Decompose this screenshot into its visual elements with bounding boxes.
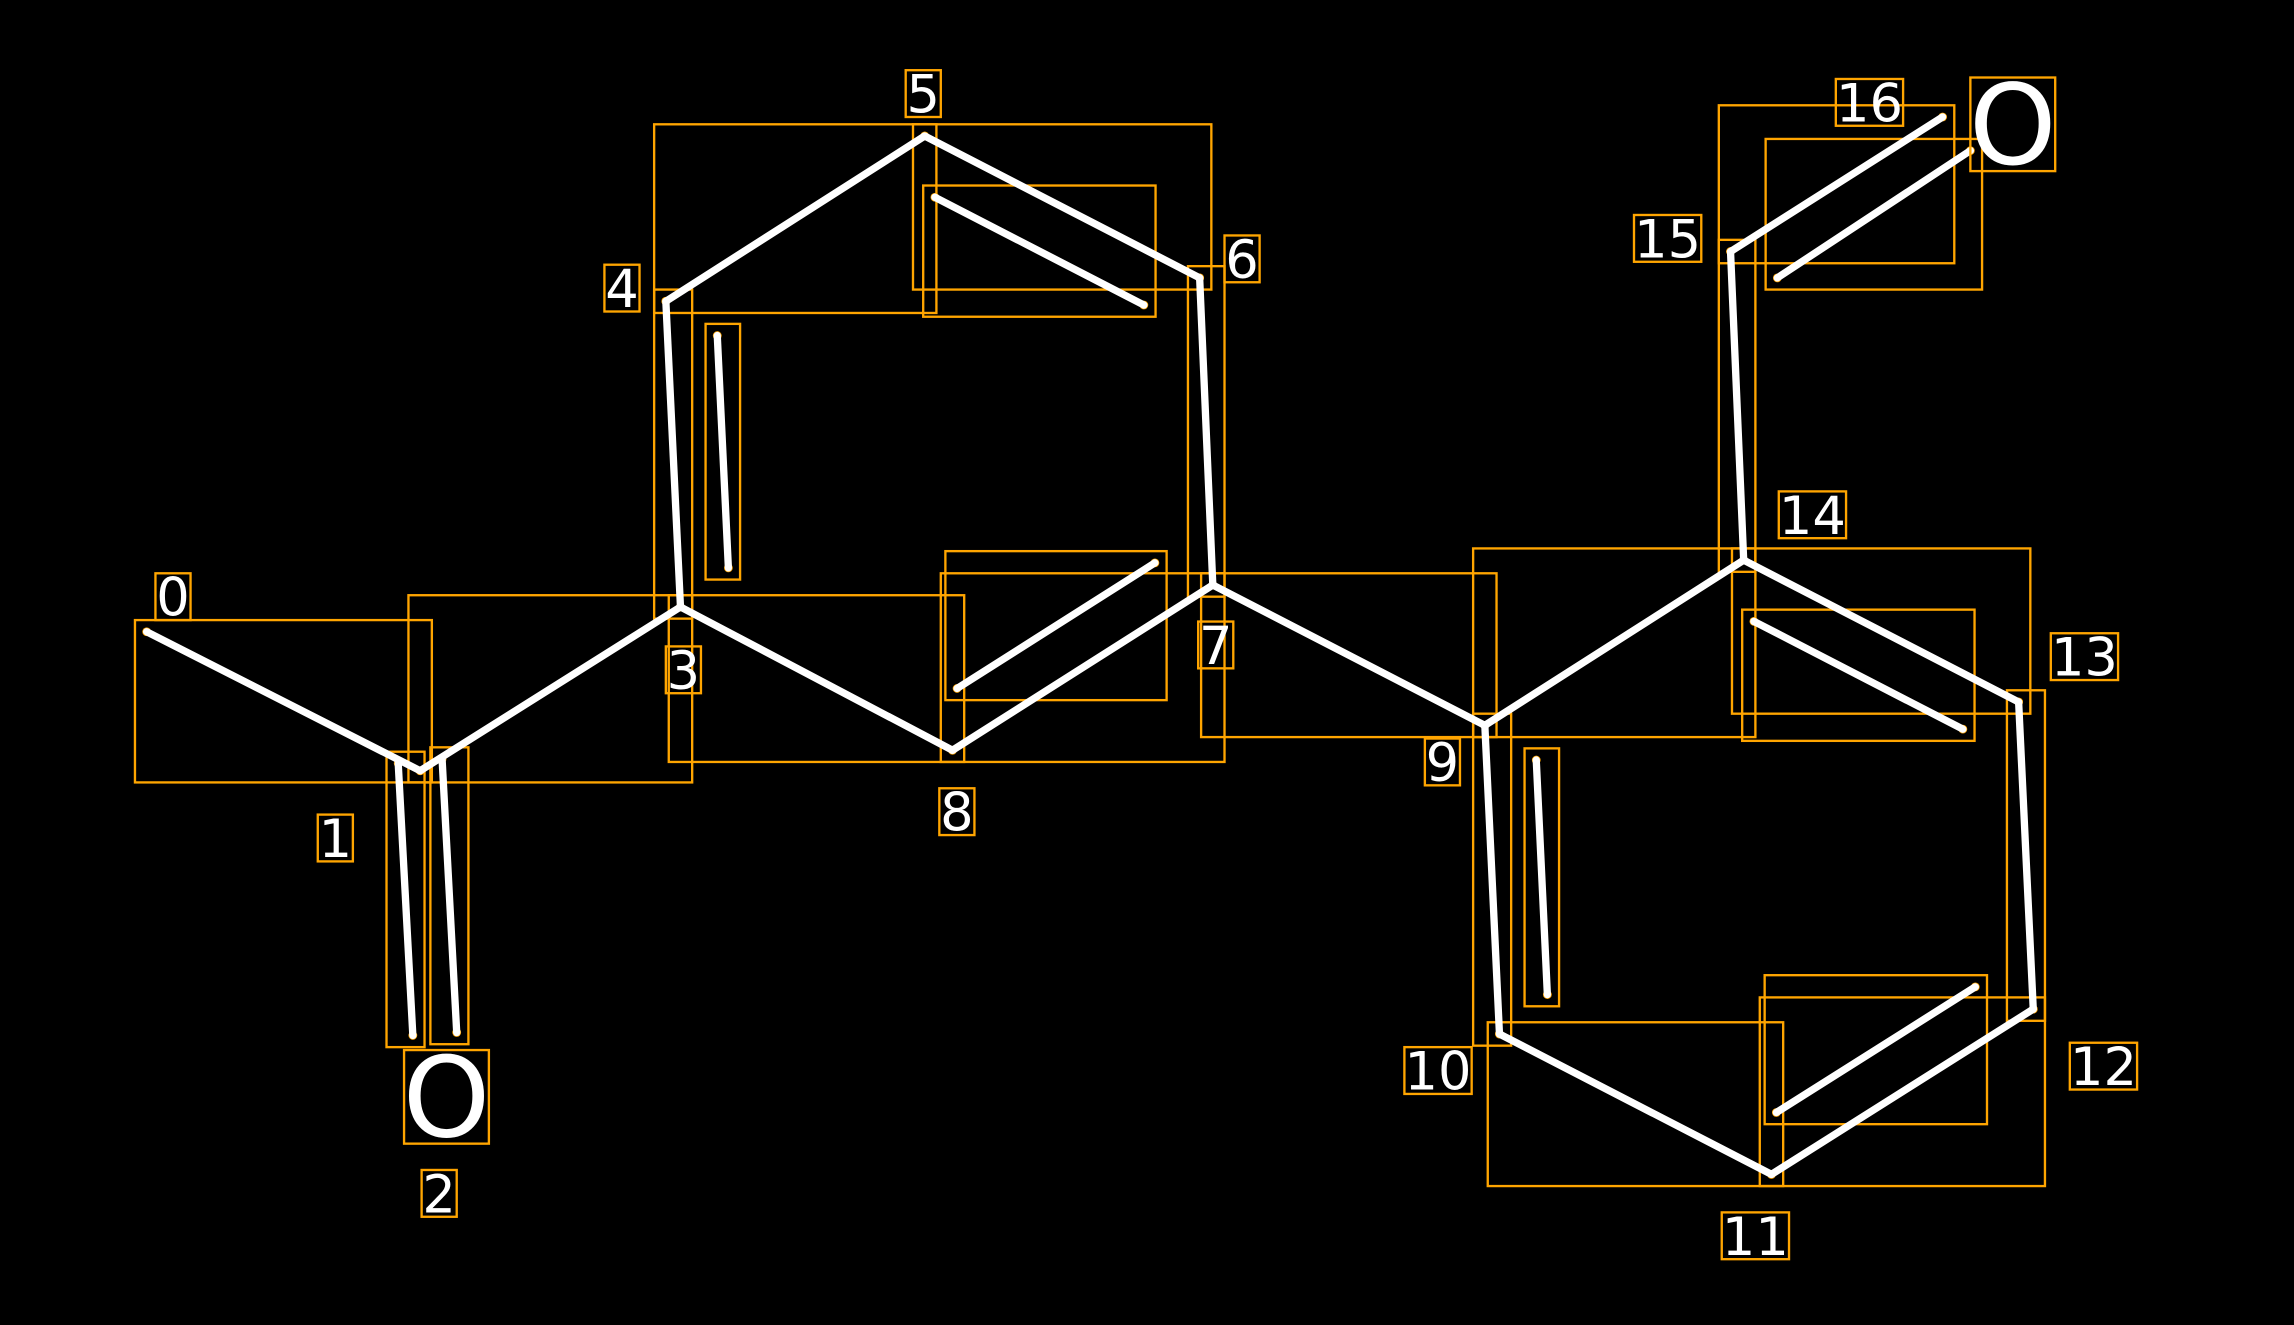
- bond-4-5: [662, 132, 929, 305]
- bond-6-7: [1195, 274, 1217, 589]
- bond-6-7-box: [1186, 265, 1226, 598]
- atom-index-label: 14: [1779, 486, 1846, 547]
- atom-index-label: 8: [940, 783, 973, 844]
- atom-index-box: [420, 1168, 458, 1218]
- bond-13-12-box: [2005, 689, 2047, 1022]
- bond-12-11-inner: [1772, 983, 1979, 1117]
- atom-index-label: 9: [1426, 733, 1459, 794]
- bond-3-4-outer: [662, 297, 685, 611]
- bond-4-5-box: [652, 123, 938, 315]
- bond-12-11-inner-box: [1763, 974, 1989, 1126]
- bond-8-3-box: [667, 594, 966, 764]
- bond-14-15-box: [1717, 238, 1757, 573]
- bond-10-9-outer: [1481, 721, 1504, 1038]
- atom-index-label: 2: [422, 1164, 455, 1225]
- atom-index-label: 0: [156, 568, 189, 629]
- atom-index-label: 16: [1836, 73, 1903, 134]
- bond-5-6-outer: [921, 132, 1204, 282]
- atom-index-label: 4: [605, 259, 638, 320]
- atom-index-box: [1720, 1211, 1791, 1261]
- atom-symbol-oxygen: O: [403, 1034, 490, 1163]
- bond-0-1-box: [133, 618, 434, 784]
- bond-15-16-inner-box: [1764, 137, 1984, 291]
- atom-index-label: 6: [1225, 230, 1258, 291]
- bond-10-9-outer-box: [1471, 712, 1513, 1047]
- atom-index-box: [1834, 77, 1905, 127]
- bond-10-9-inner: [1532, 756, 1552, 999]
- atom-index-box: [1403, 1045, 1473, 1096]
- atom-index-box: [603, 263, 641, 313]
- bond-7-9: [1209, 581, 1489, 730]
- bond-5-6-inner: [931, 193, 1148, 309]
- bond-1-2-right-box: [429, 746, 470, 1046]
- bond-1-2-left-box: [385, 750, 426, 1049]
- bond-0-1: [143, 628, 424, 775]
- bond-14-13-inner: [1750, 617, 1967, 733]
- bond-3-4-inner: [713, 331, 733, 572]
- atom-index-label: 5: [906, 65, 939, 126]
- atom-index-box: [1223, 234, 1261, 284]
- bond-12-11-outer-box: [1758, 996, 2047, 1188]
- bond-1-3: [416, 603, 685, 775]
- bond-1-2-left: [394, 759, 417, 1040]
- bond-11-10: [1495, 1030, 1776, 1179]
- bonds: [143, 113, 2037, 1179]
- atom-index-box: [2068, 1041, 2139, 1091]
- atom-index-label: 7: [1199, 616, 1232, 677]
- bond-7-8-inner-box: [944, 549, 1168, 702]
- bond-1-2-right: [438, 755, 461, 1037]
- atom-index-box: [1197, 620, 1235, 670]
- atom-symbol-oxygen: O: [1969, 62, 2056, 191]
- bond-3-4-inner-box: [704, 322, 742, 581]
- bond-9-14-box: [1471, 547, 1757, 739]
- bond-14-13-outer: [1740, 556, 2023, 706]
- atom-index-label: 13: [2051, 628, 2118, 689]
- bond-10-9-inner-box: [1523, 747, 1561, 1008]
- bond-9-14: [1481, 556, 1748, 730]
- bond-7-9-box: [1199, 572, 1498, 739]
- atom-index-box: [2049, 632, 2120, 682]
- bond-14-15: [1726, 247, 1748, 564]
- atom-index-label: 1: [319, 809, 352, 870]
- atom-index-box: [154, 572, 192, 622]
- atom-index-box: [664, 645, 703, 695]
- atom-symbol-box: [1969, 76, 2057, 173]
- atom-index-box: [938, 787, 976, 837]
- atom-index-box: [1777, 490, 1848, 540]
- bond-5-6-outer-box: [911, 123, 1213, 291]
- atom-index-label: 15: [1634, 209, 1701, 270]
- atom-index-box: [1632, 213, 1703, 263]
- bond-7-8-inner: [953, 559, 1159, 693]
- atom-index-label: 11: [1722, 1207, 1789, 1268]
- atom-index-label: 12: [2070, 1037, 2137, 1098]
- bond-1-3-box: [407, 594, 694, 784]
- atom-index-box: [1423, 737, 1462, 787]
- bond-15-16-outer: [1726, 113, 1947, 256]
- bond-3-4-outer-box: [652, 288, 694, 620]
- atom-index-box: [316, 813, 355, 863]
- bond-15-16-inner: [1773, 146, 1975, 282]
- atom-index-box: [904, 69, 942, 119]
- atom-index-label: 3: [667, 641, 700, 702]
- atom-symbol-box: [402, 1048, 491, 1145]
- bond-8-3: [676, 603, 957, 754]
- atom-index-label: 10: [1405, 1042, 1472, 1103]
- bond-13-12: [2014, 698, 2037, 1013]
- bond-12-11-outer: [1767, 1005, 2037, 1179]
- bond-14-13-outer-box: [1730, 547, 2032, 715]
- bond-7-8-outer: [948, 581, 1217, 754]
- annotation-boxes: [133, 104, 2047, 1188]
